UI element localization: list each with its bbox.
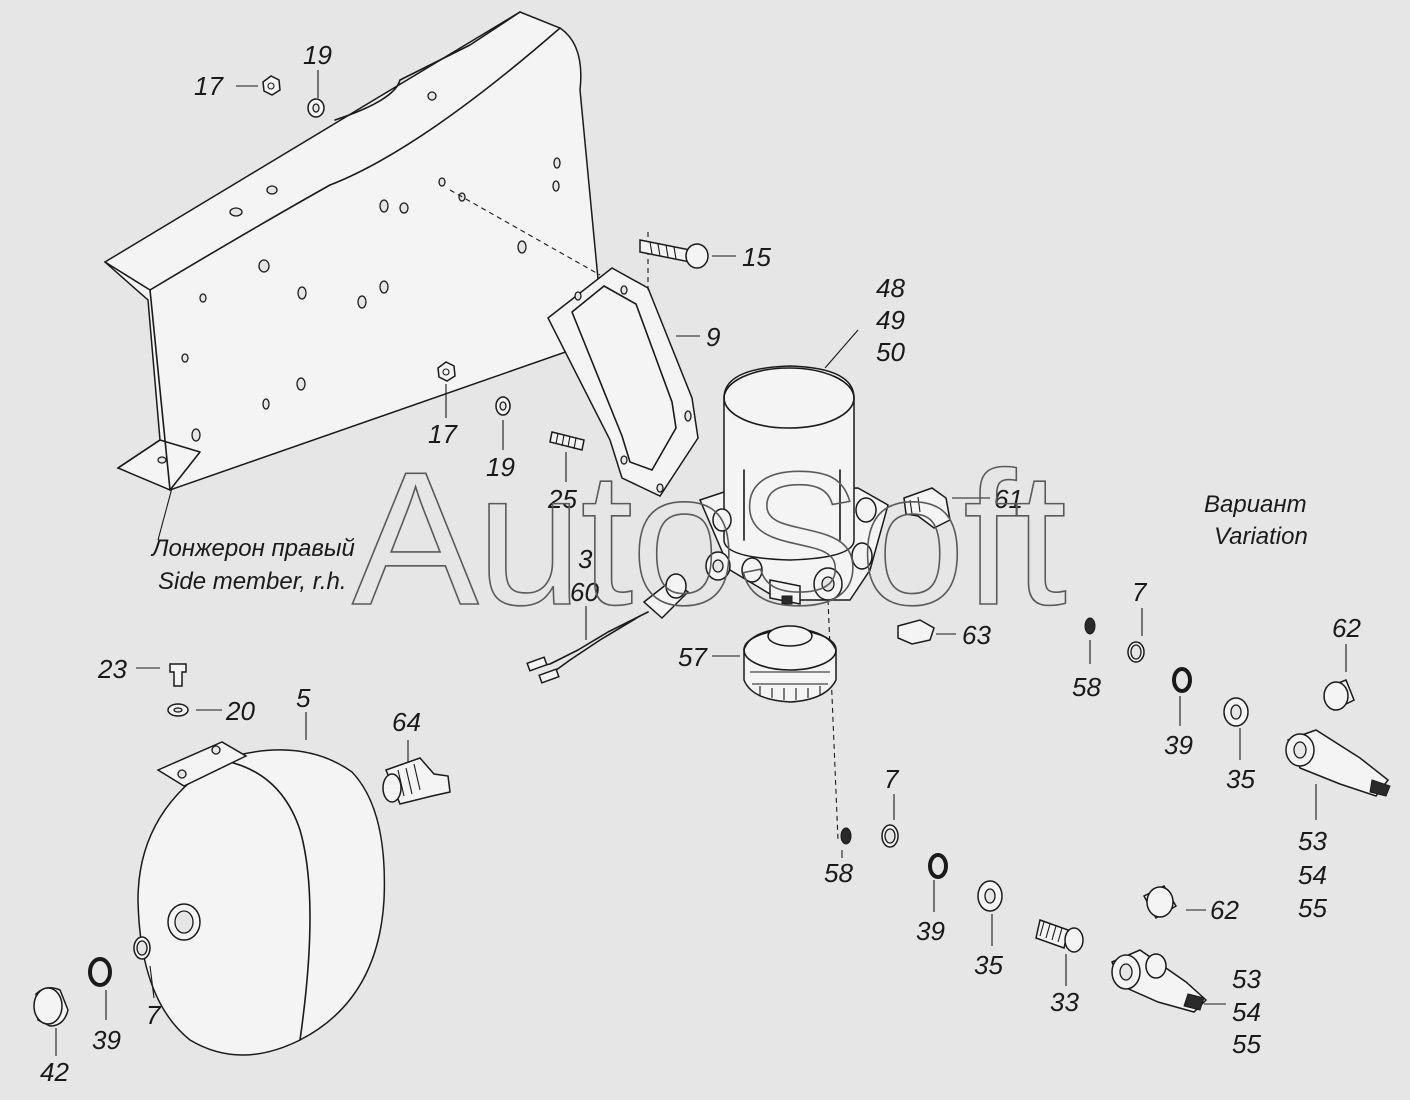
plug-62-lower (1142, 885, 1178, 920)
label-58: 58 (824, 858, 853, 888)
label-57: 57 (678, 642, 708, 672)
label-63: 63 (962, 620, 991, 650)
side-member-holes (157, 91, 561, 464)
bolt-15 (639, 239, 709, 269)
label-64: 64 (392, 707, 421, 737)
receiver-tank-5 (137, 741, 386, 1056)
label-55: 55 (1298, 893, 1327, 923)
variant-caption-en: Variation (1214, 523, 1308, 550)
washer-58-lower (840, 827, 852, 845)
label-53: 53 (1232, 964, 1261, 994)
label-60: 60 (570, 577, 599, 607)
side-member-caption-ru: Лонжерон правый (150, 535, 355, 562)
oring-39-variant (1172, 667, 1192, 693)
label-5: 5 (296, 683, 311, 713)
nut-17-mid (437, 361, 456, 382)
label-49: 49 (876, 305, 905, 335)
valve-53-lower (1111, 949, 1208, 1013)
oring-39-tank (88, 957, 112, 987)
label-19: 19 (486, 452, 515, 482)
label-39: 39 (92, 1025, 121, 1055)
washer-58-variant (1084, 617, 1096, 635)
plug-62-variant (1323, 679, 1355, 712)
part-labels: 17 19 15 9 48 49 50 17 19 25 61 3 60 57 … (40, 40, 1361, 1087)
side-member (103, 11, 601, 491)
bracket-9 (547, 267, 699, 497)
label-23: 23 (97, 654, 127, 684)
bolt-23 (169, 663, 187, 687)
label-33: 33 (1050, 987, 1079, 1017)
washer-20 (167, 703, 189, 717)
ring-7-lower (881, 824, 899, 848)
label-7: 7 (884, 764, 900, 794)
nut-35-lower (977, 880, 1003, 912)
label-17: 17 (194, 71, 224, 101)
nut-17-top (262, 75, 281, 96)
label-48: 48 (876, 273, 905, 303)
label-50: 50 (876, 337, 905, 367)
plug-42 (33, 987, 69, 1027)
air-dryer (698, 365, 889, 605)
dryer-ports (705, 497, 877, 605)
label-62: 62 (1332, 613, 1361, 643)
label-62: 62 (1210, 895, 1239, 925)
label-25: 25 (547, 484, 577, 514)
washer-19-top (307, 98, 325, 118)
label-35: 35 (1226, 764, 1255, 794)
oring-39-lower (928, 853, 948, 879)
label-39: 39 (1164, 730, 1193, 760)
label-19: 19 (303, 40, 332, 70)
ring-7-variant (1127, 641, 1145, 663)
washer-19-mid (495, 396, 511, 416)
label-9: 9 (706, 322, 720, 352)
fitting-64 (382, 757, 451, 805)
stud-25 (549, 431, 585, 451)
fitting-33 (1035, 919, 1084, 953)
fitting-61 (903, 487, 951, 529)
nut-35-variant (1223, 697, 1249, 727)
label-55: 55 (1232, 1029, 1261, 1059)
label-53: 53 (1298, 826, 1327, 856)
variant-caption-ru: Вариант (1204, 491, 1307, 518)
label-35: 35 (974, 950, 1003, 980)
label-58: 58 (1072, 672, 1101, 702)
valve-53-variant (1285, 729, 1391, 797)
label-7: 7 (146, 1000, 162, 1030)
label-15: 15 (742, 242, 771, 272)
label-3: 3 (578, 544, 593, 574)
label-61: 61 (994, 484, 1023, 514)
watermark: AutoSoft (352, 433, 1066, 645)
label-39: 39 (916, 916, 945, 946)
label-20: 20 (225, 696, 255, 726)
label-54: 54 (1232, 997, 1261, 1027)
sensor-3-60 (526, 573, 690, 684)
label-42: 42 (40, 1057, 69, 1087)
label-7: 7 (1132, 577, 1148, 607)
label-17: 17 (428, 419, 458, 449)
fitting-63 (897, 619, 935, 645)
cartridge-57 (743, 625, 837, 703)
side-member-caption-en: Side member, r.h. (158, 568, 347, 595)
ring-7-tank (133, 936, 151, 960)
label-54: 54 (1298, 860, 1327, 890)
